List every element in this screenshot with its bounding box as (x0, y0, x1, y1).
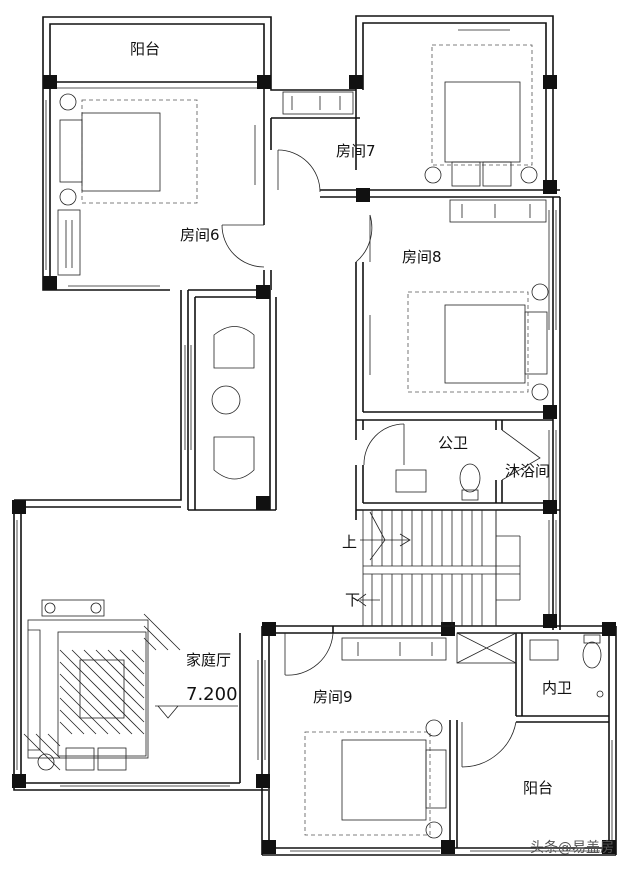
rug-hatch-line (59, 697, 97, 735)
label-room8: 房间8 (402, 248, 442, 266)
label-room9: 房间9 (313, 688, 353, 706)
doors (221, 149, 541, 768)
rug-hatch-line (59, 721, 73, 735)
rug-hatch-line (131, 649, 145, 663)
windows (16, 100, 613, 852)
watermark: 头条@易盖房 (530, 839, 614, 856)
rug-hatch-line (59, 673, 121, 735)
label-stair-down: 下 (345, 591, 360, 609)
rug-hatch-line (143, 625, 169, 651)
rug-hatch-line (23, 733, 61, 771)
label-balcony-bottom: 阳台 (523, 779, 553, 797)
label-family-hall: 家庭厅 (186, 651, 231, 669)
label-room7: 房间7 (336, 142, 376, 160)
rug-hatch-line (59, 661, 133, 735)
columns (12, 75, 616, 854)
rug-hatch-line (47, 733, 61, 747)
label-stair-up: 上 (342, 533, 357, 551)
furniture (23, 29, 604, 839)
rug-hatch-line (59, 685, 109, 735)
staircase (357, 509, 521, 627)
walls (13, 15, 617, 856)
rug-hatch-line (71, 649, 145, 723)
rug-hatch-line (143, 637, 157, 651)
rug-hatch-line (119, 649, 145, 675)
rug-hatch-line (59, 649, 145, 735)
rug-hatch-line (143, 613, 181, 651)
label-inner-bath: 内卫 (542, 679, 572, 697)
level-value: 7.200 (186, 684, 238, 705)
rug-hatch-line (83, 649, 145, 711)
label-balcony-top: 阳台 (130, 40, 160, 58)
label-shower: 沐浴间 (505, 462, 550, 480)
level-marker (155, 705, 238, 719)
label-room6: 房间6 (180, 226, 220, 244)
label-public-bath: 公卫 (438, 434, 468, 452)
rug-hatch-line (107, 649, 145, 687)
rug-hatch-line (59, 709, 85, 735)
rug-hatch-line (95, 649, 145, 699)
